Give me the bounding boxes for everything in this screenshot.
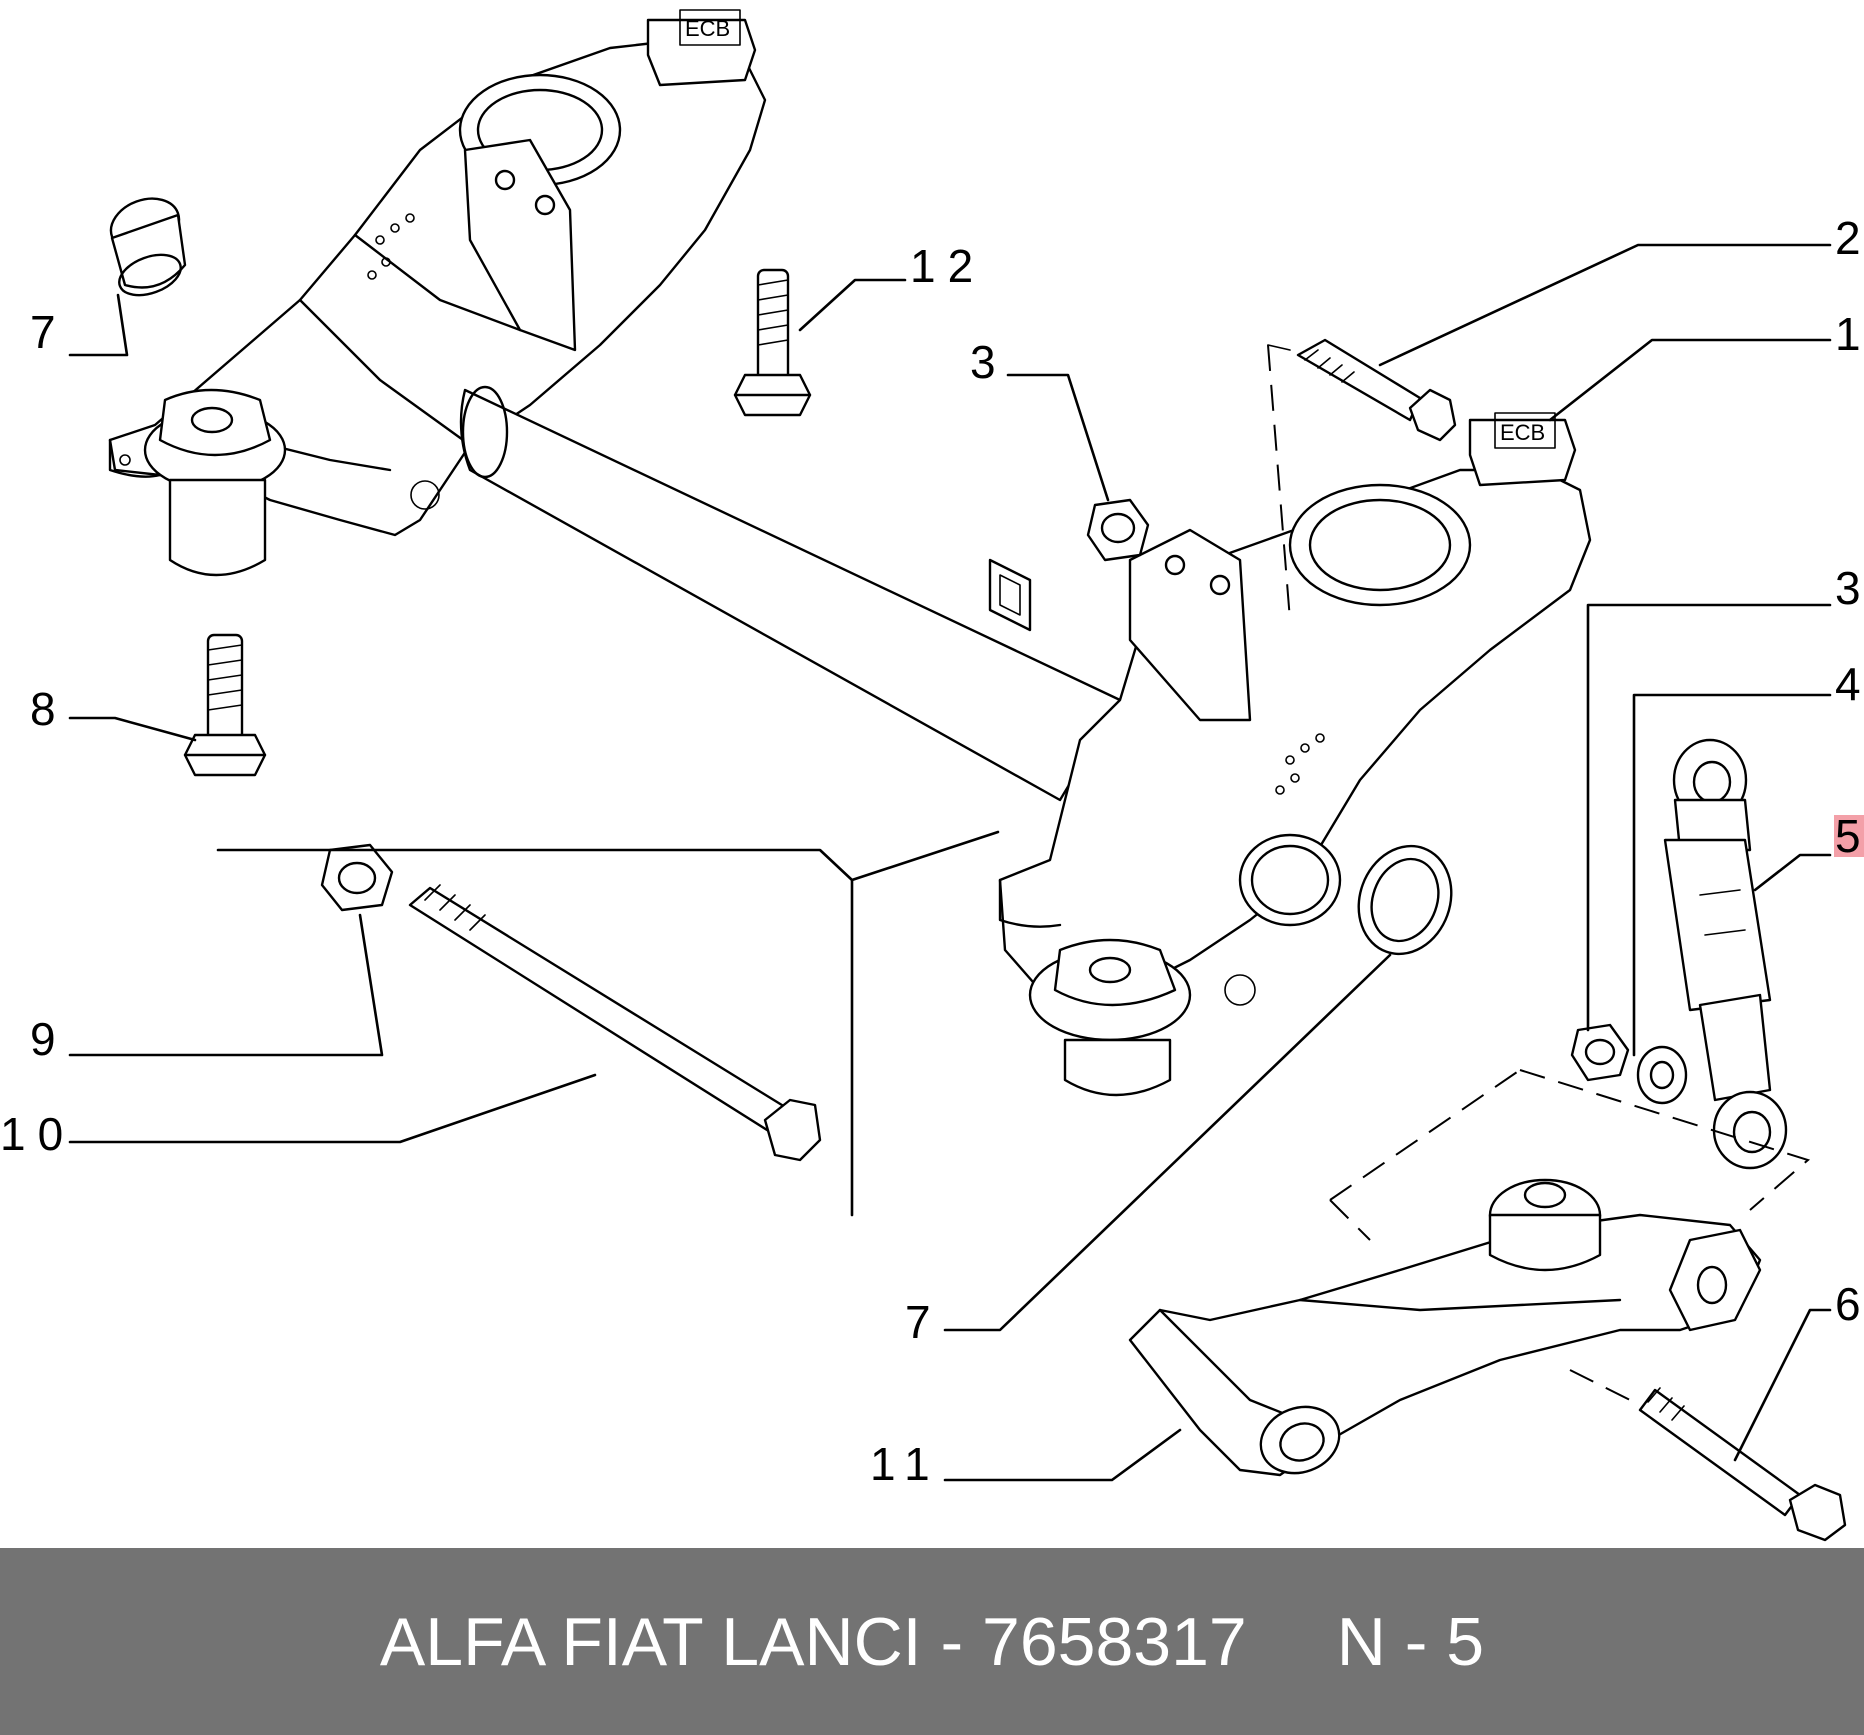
- callout-3-upper[interactable]: 3: [970, 336, 1008, 388]
- left-axle-bracket: ECB: [108, 9, 767, 577]
- callout-11[interactable]: 11: [870, 1438, 942, 1490]
- svg-text:ECB: ECB: [685, 16, 730, 41]
- nut-part-3-upper: [1086, 498, 1150, 562]
- callout-6[interactable]: 6: [1835, 1278, 1864, 1330]
- callout-12[interactable]: 12: [910, 240, 985, 292]
- washer-part-4: [1636, 1045, 1688, 1105]
- bolt-part-2: [1296, 338, 1457, 442]
- part-info-footer: ALFA FIAT LANCI - 7658317 N - 5: [0, 1548, 1864, 1735]
- bushing-part-7-top: [109, 197, 187, 297]
- assembly-guide-box: [1329, 1069, 1811, 1241]
- callout-3-lower[interactable]: 3: [1835, 562, 1864, 614]
- rear-axle-exploded-diagram: ECB: [0, 9, 1864, 1542]
- callout-5-highlight: [1834, 815, 1864, 857]
- lower-arm-part-11: [1128, 1178, 1762, 1477]
- svg-text:ECB: ECB: [1500, 420, 1545, 445]
- bolt-part-6: [1638, 1387, 1847, 1542]
- callout-labels: 2 1 12 3 7 3 4 5 8 9 10 7 11 6: [0, 212, 1864, 1490]
- part-title: ALFA FIAT LANCI - 7658317: [379, 1603, 1247, 1680]
- callout-2[interactable]: 2: [1835, 212, 1864, 264]
- callout-1[interactable]: 1: [1835, 308, 1864, 360]
- callout-7-lower[interactable]: 7: [905, 1296, 943, 1348]
- bolt-part-8: [183, 633, 267, 777]
- right-axle-bracket: ECB: [998, 412, 1592, 1097]
- callout-leaders: [68, 243, 1832, 1482]
- bushing-part-7-lower: [1357, 844, 1453, 956]
- callout-10[interactable]: 10: [0, 1108, 75, 1160]
- callout-7-upper[interactable]: 7: [30, 306, 68, 358]
- callout-5[interactable]: 5: [1835, 810, 1864, 862]
- axle-cross-tube: [459, 385, 1122, 802]
- bolt-6-guide-line: [1569, 1369, 1641, 1406]
- bolt-part-12: [733, 268, 812, 417]
- callout-reference: N - 5: [1336, 1603, 1485, 1680]
- callout-8[interactable]: 8: [30, 683, 68, 735]
- callout-9[interactable]: 9: [30, 1013, 68, 1065]
- shock-absorber-part-5: [1663, 738, 1788, 1170]
- nut-part-9: [320, 843, 394, 912]
- callout-4[interactable]: 4: [1835, 658, 1864, 710]
- nut-part-3-lower: [1570, 1023, 1630, 1082]
- bolt-guide-line: [1267, 344, 1291, 621]
- long-bolt-part-10: [408, 884, 822, 1162]
